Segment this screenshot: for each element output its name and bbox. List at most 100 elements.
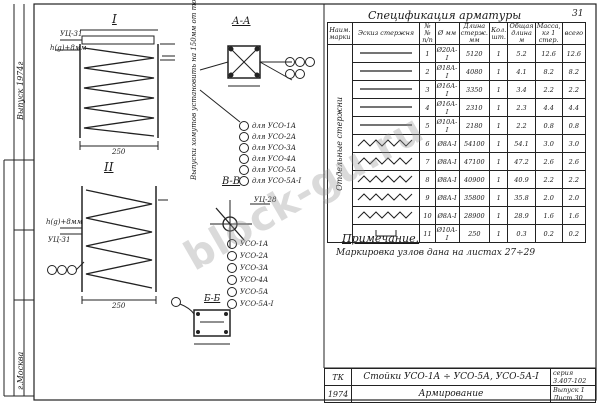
spec-cell-mt: 2.2: [561, 170, 587, 189]
spec-cell-d: Ø8А-I: [434, 188, 460, 207]
spec-header-row: Наим. марки Эскиз стержня №№ п/п Ø мм Дл…: [327, 22, 587, 45]
spec-table: Наим. марки Эскиз стержня №№ п/п Ø мм Дл…: [327, 22, 587, 243]
spec-cell-n: 6: [419, 134, 436, 153]
spec-title: Спецификация арматуры: [368, 9, 522, 22]
spec-cell-d: Ø20А-I: [434, 44, 460, 63]
legend-item: для УСО-2А: [252, 133, 297, 141]
spiral-sketch: [357, 156, 413, 165]
spec-cell-mt: 2.6: [561, 152, 587, 171]
spec-cell-q: 1: [489, 188, 509, 207]
section-bb-drawing: [171, 297, 231, 345]
stamp-year: 1974: [324, 385, 352, 403]
spec-cell-d: Ø10А-I: [434, 116, 460, 135]
sketch-cell: [351, 206, 421, 225]
callout-uc31-2: УЦ-31: [48, 236, 71, 244]
spec-cell-d: Ø8А-I: [434, 134, 460, 153]
section-aa-label: А-А: [232, 16, 251, 27]
spec-cell-n: 1: [419, 44, 436, 63]
sketch-cell: [351, 62, 421, 81]
stamp-org: ТК: [324, 368, 352, 386]
th-mass-total: всего: [561, 22, 587, 45]
spec-cell-l: 3350: [458, 80, 491, 99]
legend-item: для УСО-4А: [252, 155, 297, 163]
spec-cell-mt: 0.8: [561, 116, 587, 135]
spec-cell-l: 40900: [458, 170, 491, 189]
aa-markers: [285, 57, 315, 79]
stamp-series: серия 3.407-102: [550, 368, 596, 386]
spec-cell-mt: 0.2: [561, 224, 587, 243]
side-issue: Выпуск 1974г: [16, 61, 25, 120]
callout-uc31: УЦ-31: [60, 30, 83, 38]
spec-cell-tl: 28.9: [507, 206, 536, 225]
bar-sketch: [360, 87, 413, 90]
spec-cell-mt: 1.6: [561, 206, 587, 225]
hook-sketch: [375, 229, 397, 236]
spec-cell-q: 1: [489, 224, 509, 243]
spec-cell-l: 47100: [458, 152, 491, 171]
spec-cell-mt: 4.4: [561, 98, 587, 117]
legend2-item: УСО-2А: [240, 252, 269, 260]
spec-cell-n: 10: [419, 206, 436, 225]
side-author: г.Москва: [16, 351, 25, 390]
bar-sketch: [360, 105, 413, 108]
th-diam: Ø мм: [434, 22, 460, 45]
th-length: Длина стерж. мм: [458, 22, 491, 45]
legend2-item: УСО-1А: [240, 240, 269, 248]
legend2-item: УСО-4А: [240, 276, 269, 284]
spec-cell-m1: 12.6: [534, 44, 563, 63]
section-aa-drawing: [199, 45, 293, 87]
th-qty: Кол. шт.: [489, 22, 509, 45]
spec-cell-tl: 54.1: [507, 134, 536, 153]
callout-uc28: УЦ-28: [254, 196, 277, 204]
spec-cell-tl: 0.3: [507, 224, 536, 243]
spec-cell-tl: 4.1: [507, 62, 536, 81]
spec-cell-l: 4080: [458, 62, 491, 81]
spec-cell-n: 3: [419, 80, 436, 99]
spec-cell-tl: 40.9: [507, 170, 536, 189]
bar-sketch: [360, 123, 413, 126]
spec-cell-m1: 3.0: [534, 134, 563, 153]
spec-cell-m1: 2.0: [534, 188, 563, 207]
stamp-subtitle: Армирование: [351, 385, 551, 403]
legend2-item: УСО-5А: [240, 288, 269, 296]
spec-cell-q: 1: [489, 62, 509, 81]
spec-cell-l: 2180: [458, 116, 491, 135]
spec-cell-d: Ø8А-I: [434, 152, 460, 171]
spec-cell-m1: 2.2: [534, 80, 563, 99]
bar-sketch: [360, 51, 413, 54]
legend-item: для УСО-5А-I: [252, 177, 302, 185]
spec-cell-q: 1: [489, 134, 509, 153]
vertical-note: Выпуски хомутов установить на 150мм от т…: [190, 0, 198, 180]
spec-cell-m1: 0.8: [534, 116, 563, 135]
spiral-sketch: [357, 174, 413, 183]
stamp-issue-label: Выпуск: [553, 386, 579, 394]
spec-cell-tl: 2.3: [507, 98, 536, 117]
th-sketch: Эскиз стержня: [351, 22, 421, 45]
spec-cell-mt: 8.2: [561, 62, 587, 81]
callout-hg: h(g)+8мм: [50, 44, 87, 52]
spec-cell-d: Ø16А-I: [434, 80, 460, 99]
legend-item: для УСО-5А: [252, 166, 297, 174]
legend2-item: УСО-5А-I: [240, 300, 274, 308]
legend-circles: [199, 89, 249, 186]
callout-hg-2: h(g)+8мм: [46, 218, 83, 226]
spec-cell-tl: 3.4: [507, 80, 536, 99]
spec-cell-m1: 4.4: [534, 98, 563, 117]
legend2-item: УСО-3А: [240, 264, 269, 272]
stamp-title: Стойки УСО-1А ÷ УСО-5А, УСО-5А-I: [351, 368, 551, 386]
bar-sketch: [360, 69, 413, 72]
spec-cell-d: Ø8А-I: [434, 206, 460, 225]
spec-cell-q: 1: [489, 116, 509, 135]
view-2-drawing: [60, 186, 168, 304]
spec-cell-tl: 5.2: [507, 44, 536, 63]
spec-cell-n: 4: [419, 98, 436, 117]
spec-cell-n: 9: [419, 188, 436, 207]
